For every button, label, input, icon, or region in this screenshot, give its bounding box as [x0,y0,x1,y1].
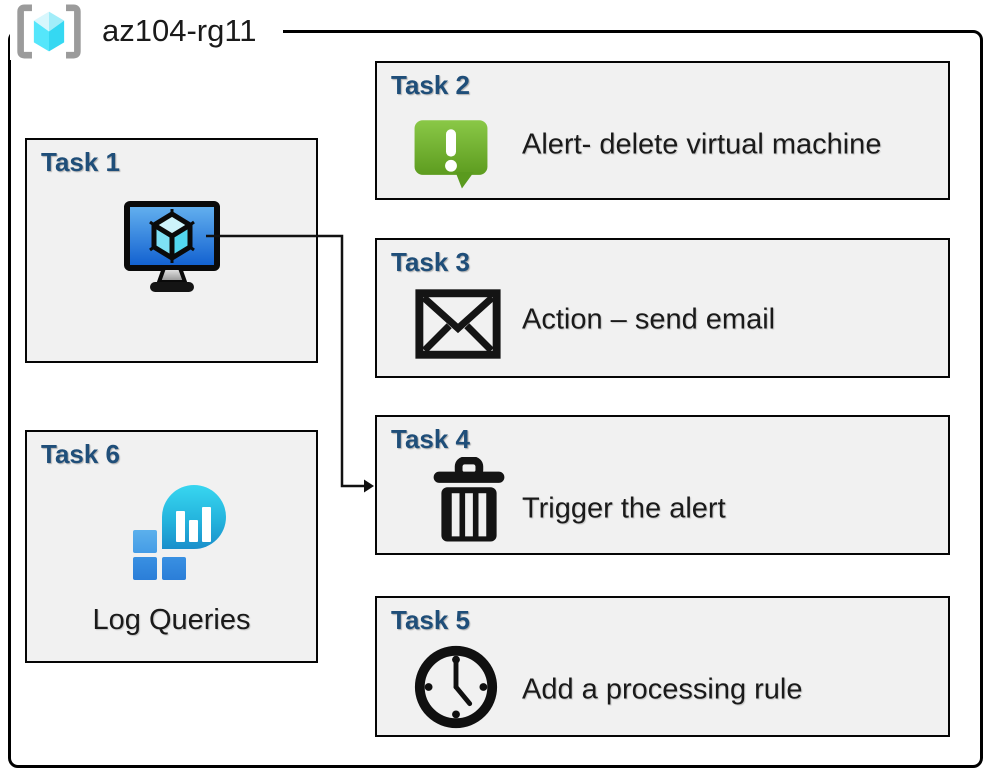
task-5-box: Task 5 Add a processing rule [375,596,950,737]
task-2-title: Task 2 [391,70,471,100]
resource-group-header: az104-rg11 [10,2,283,60]
resource-group-name: az104-rg11 [102,13,257,48]
task-6-title: Task 6 [41,439,121,469]
resource-group-icon [17,4,81,58]
trash-icon [433,457,505,542]
task-1-box: Task 1 az104-11-vm0 [25,138,318,472]
task-5-title: Task 5 [391,605,471,635]
alert-icon [414,120,488,189]
task-6-box: Task 6 Log Queries [25,430,318,663]
task-5-label: Add a processing rule [522,673,803,706]
task-3-label: Action – send email [522,303,776,336]
task-6-label: Log Queries [92,604,251,636]
log-analytics-icon [133,485,229,585]
task-4-label: Trigger the alert [522,492,726,525]
task-4-title: Task 4 [391,424,471,454]
task-3-title: Task 3 [391,247,471,277]
task-1-title: Task 1 [41,147,121,177]
task-4-box: Task 4 Trigger the alert [375,415,950,555]
email-envelope-icon [415,289,501,359]
task-2-box: Task 2 Alert- delete virtual machine [375,61,950,200]
virtual-machine-icon [124,201,220,292]
task-2-label: Alert- delete virtual machine [522,128,882,161]
task-3-box: Task 3 Action – send email [375,238,950,378]
clock-icon [414,645,498,729]
